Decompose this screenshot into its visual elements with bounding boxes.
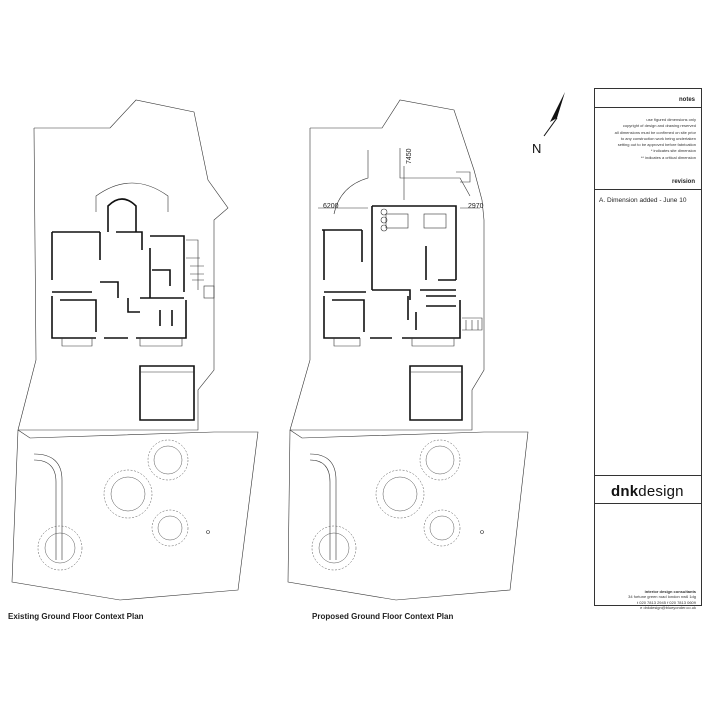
note-line: * indicates site dimension [650, 148, 696, 154]
notes-text: use figured dimensions only copyright of… [596, 117, 696, 161]
company-phone: t 020 7813 2945 f 020 7813 0609 [637, 599, 696, 605]
proposed-plan [287, 99, 529, 601]
dimension-7450: 7450 [406, 148, 413, 164]
note-line: setting out to be approved before fabric… [617, 142, 696, 148]
proposed-plan-title: Proposed Ground Floor Context Plan [312, 612, 454, 621]
proposed-trees [311, 439, 461, 571]
revision-title: revision [671, 179, 695, 185]
company-details: interior design consultants 34 fortune g… [596, 589, 696, 611]
revision-entry: A. Dimension added - June 10 [599, 197, 687, 204]
proposed-site-boundary [289, 99, 485, 431]
note-line: to any construction work being undertake… [620, 135, 696, 141]
company-name: interior design consultants [644, 589, 696, 594]
existing-house-walls [51, 231, 187, 339]
company-email: e dnkdesign@blueyonder.co.uk [640, 605, 696, 611]
proposed-garage [409, 365, 463, 421]
dimension-2970: 2970 [468, 203, 484, 210]
brand-bold: dnk [611, 483, 639, 500]
divider [595, 503, 701, 504]
proposed-drive [309, 453, 337, 560]
existing-garage [139, 365, 195, 421]
north-arrow-icon [543, 92, 565, 137]
north-label: N [532, 141, 542, 156]
notes-title: notes [678, 97, 695, 103]
existing-bay-window [95, 182, 169, 212]
divider [595, 107, 701, 108]
existing-garden-boundary [11, 429, 259, 601]
note-line: ** indicates a critical dimension [640, 154, 696, 160]
note-line: copyright of design and drawing reserved [622, 123, 696, 129]
existing-plan-title: Existing Ground Floor Context Plan [8, 612, 144, 621]
brand-light: design [638, 483, 684, 500]
existing-drive [33, 453, 63, 560]
divider [595, 189, 701, 190]
title-block: notes use figured dimensions only copyri… [594, 88, 702, 610]
existing-trees [37, 439, 189, 571]
company-address: 34 fortune green road london nw6 1dg [628, 594, 696, 600]
note-line: use figured dimensions only [646, 117, 696, 122]
existing-site-boundary [17, 99, 229, 431]
divider [595, 475, 701, 476]
dimension-6200: 6200 [323, 203, 339, 210]
note-line: all dimensions must be confirmed on site… [614, 129, 696, 135]
existing-plan [11, 99, 259, 601]
proposed-house-walls [322, 205, 461, 339]
brand-logo: dnkdesign [611, 483, 684, 500]
proposed-garden-boundary [287, 429, 529, 601]
